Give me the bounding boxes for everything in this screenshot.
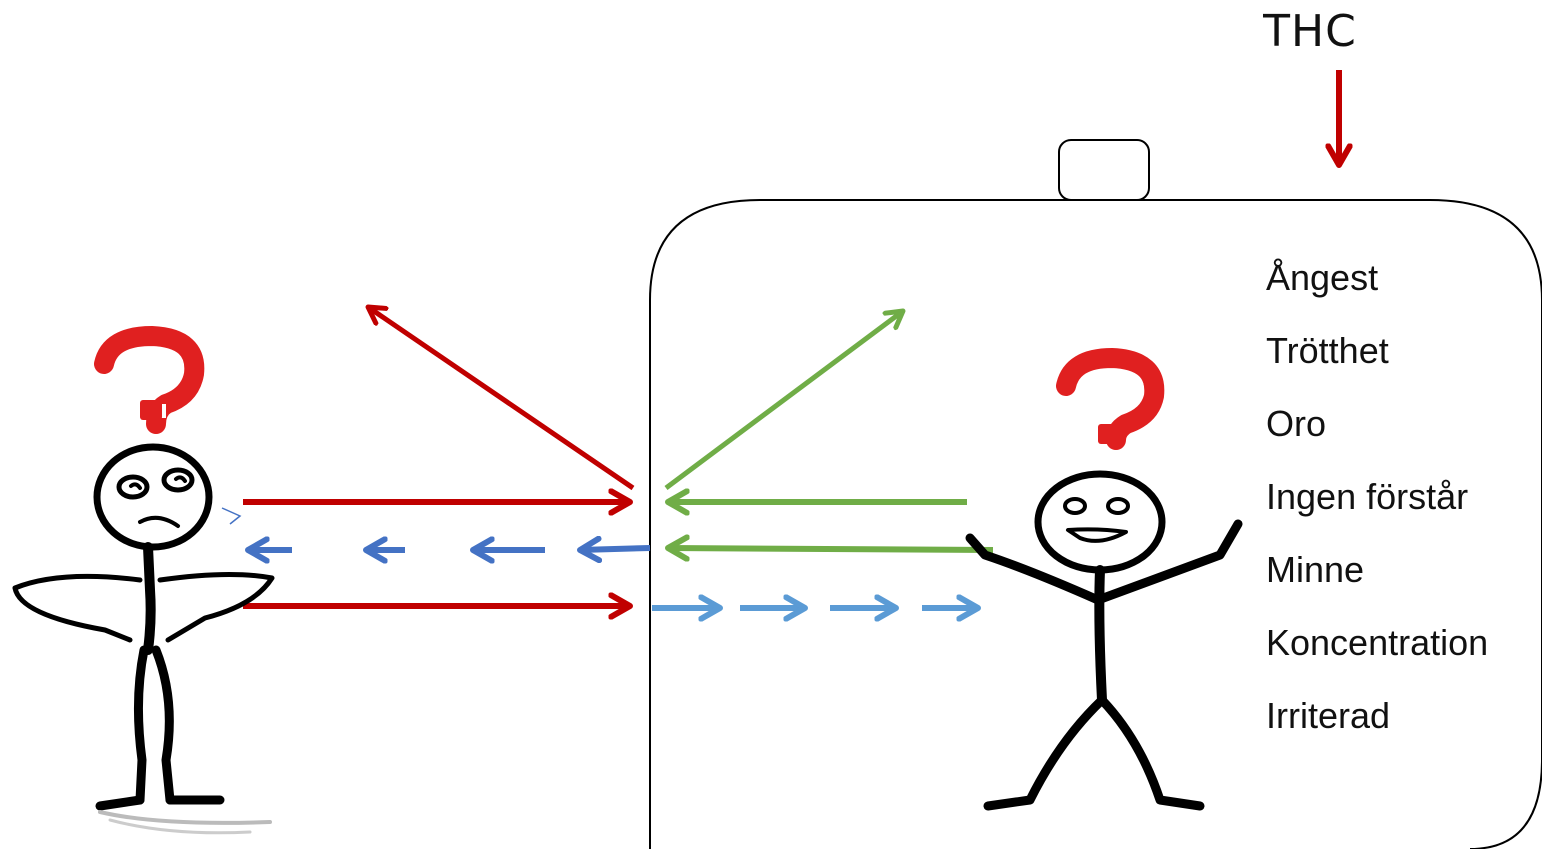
thc-label: THC [1263, 6, 1357, 57]
symptom-item-ingen-forstar: Ingen förstår [1266, 476, 1469, 517]
dark-blue-dashed-arrow [221, 507, 651, 550]
question-mark-icon-left [94, 325, 205, 434]
symptom-item-irriterad: Irriterad [1266, 695, 1391, 736]
red-arrow-up-left [368, 307, 635, 491]
symptom-item-oro: Oro [1266, 403, 1327, 444]
small-blue-chevron [221, 507, 242, 525]
question-mark-icon-right [1056, 347, 1165, 450]
container-handle [1058, 139, 1150, 201]
green-arrow-up-right [664, 311, 903, 491]
container-box [649, 139, 1542, 849]
symptom-item-minne: Minne [1266, 549, 1365, 590]
symptom-item-trotthet: Trötthet [1266, 330, 1389, 371]
dark-blue-arrow-segment [580, 548, 651, 550]
symptom-list: Ångest Trötthet Oro Ingen förstår Minne … [1266, 250, 1488, 761]
green-arrow-left-bottom [668, 548, 994, 550]
symptom-item-koncentration: Koncentration [1266, 622, 1489, 663]
left-figure-head [93, 443, 213, 551]
symptom-item-angest: Ångest [1266, 257, 1379, 298]
right-stick-figure [965, 470, 1243, 811]
container-outline [649, 199, 1542, 849]
right-figure-head [1034, 470, 1166, 574]
left-stick-figure [12, 443, 275, 835]
